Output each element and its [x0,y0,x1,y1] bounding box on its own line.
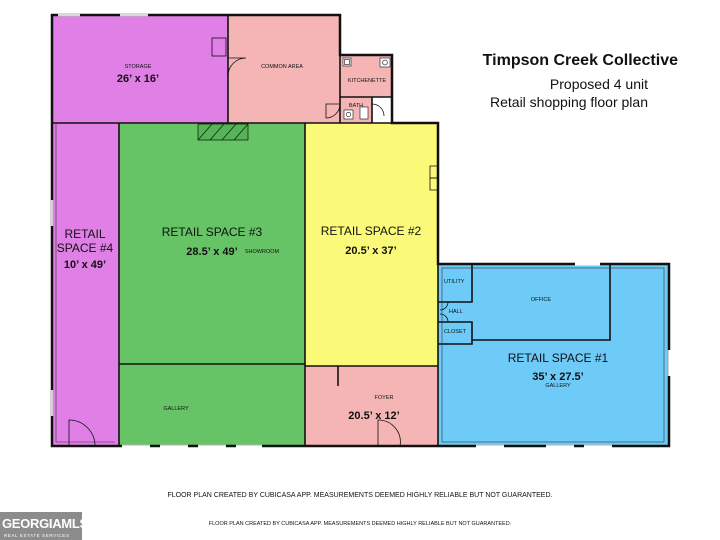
storage-label: STORAGE [125,64,152,70]
window-frames [50,13,669,446]
logo-tagline: REAL ESTATE SERVICES [4,533,70,538]
utility-label: UTILITY [444,279,465,285]
thin-outlines [55,123,665,443]
office-label: OFFICE [531,297,551,303]
georgia-mls-logo: GEORGIAMLS REAL ESTATE SERVICES [0,512,88,540]
plan-title: Timpson Creek Collective [482,52,678,69]
retail-space-4-label-line1: RETAIL [64,227,105,241]
disclaimer-small: FLOOR PLAN CREATED BY CUBICASA APP. MEAS… [208,521,512,527]
windows [50,13,671,448]
retail-space-3-room [119,123,305,446]
retail-space-3-dims: 28.5’ x 49’ [186,246,237,258]
kitchenette-label: KITCHENETTE [348,78,387,84]
retail-space-4-label-line2: SPACE #4 [57,241,114,255]
kitchen-sink-icon [342,57,391,68]
retail-space-2-dims: 20.5’ x 37’ [345,245,396,257]
doors [68,37,449,447]
retail-space-1-dims: 35’ x 27.5’ [532,371,583,383]
closet-label: CLOSET [444,329,467,335]
retail-space-1-sub: GALLERY [545,383,571,389]
stairs-icon [197,123,249,141]
storage-room [52,15,228,123]
plan-subtitle-line2: Retail shopping floor plan [490,94,648,110]
plan-title-block: Timpson Creek Collective Proposed 4 unit… [470,52,700,110]
toilet-icon [343,106,369,120]
retail-space-4-dims: 10’ x 49’ [64,259,106,271]
hall-label: HALL [449,309,463,315]
bath-label: BATH [349,103,363,109]
common-area-room [228,15,340,123]
gallery-label: GALLERY [163,406,189,412]
storage-dims: 26’ x 16’ [117,73,159,85]
logo-name: GEORGIAMLS [2,516,88,531]
foyer-dims: 20.5’ x 12’ [348,410,399,422]
disclaimer-main: FLOOR PLAN CREATED BY CUBICASA APP. MEAS… [167,492,553,499]
foyer-room [305,366,438,446]
retail-space-1-label: RETAIL SPACE #1 [508,351,609,365]
plan-subtitle-line1: Proposed 4 unit [549,76,648,92]
showroom-label: SHOWROOM [245,249,280,255]
room-labels: STORAGE 26’ x 16’ COMMON AREA KITCHENETT… [57,64,609,422]
retail-space-2-label: RETAIL SPACE #2 [321,224,422,238]
foyer-label: FOYER [375,395,394,401]
retail-space-1-room [438,264,669,446]
retail-space-4-room [52,123,119,446]
interior-walls [52,15,611,446]
retail-space-3-label: RETAIL SPACE #3 [162,225,263,239]
retail-space-2-room [305,123,438,366]
common-area-label: COMMON AREA [261,64,303,70]
